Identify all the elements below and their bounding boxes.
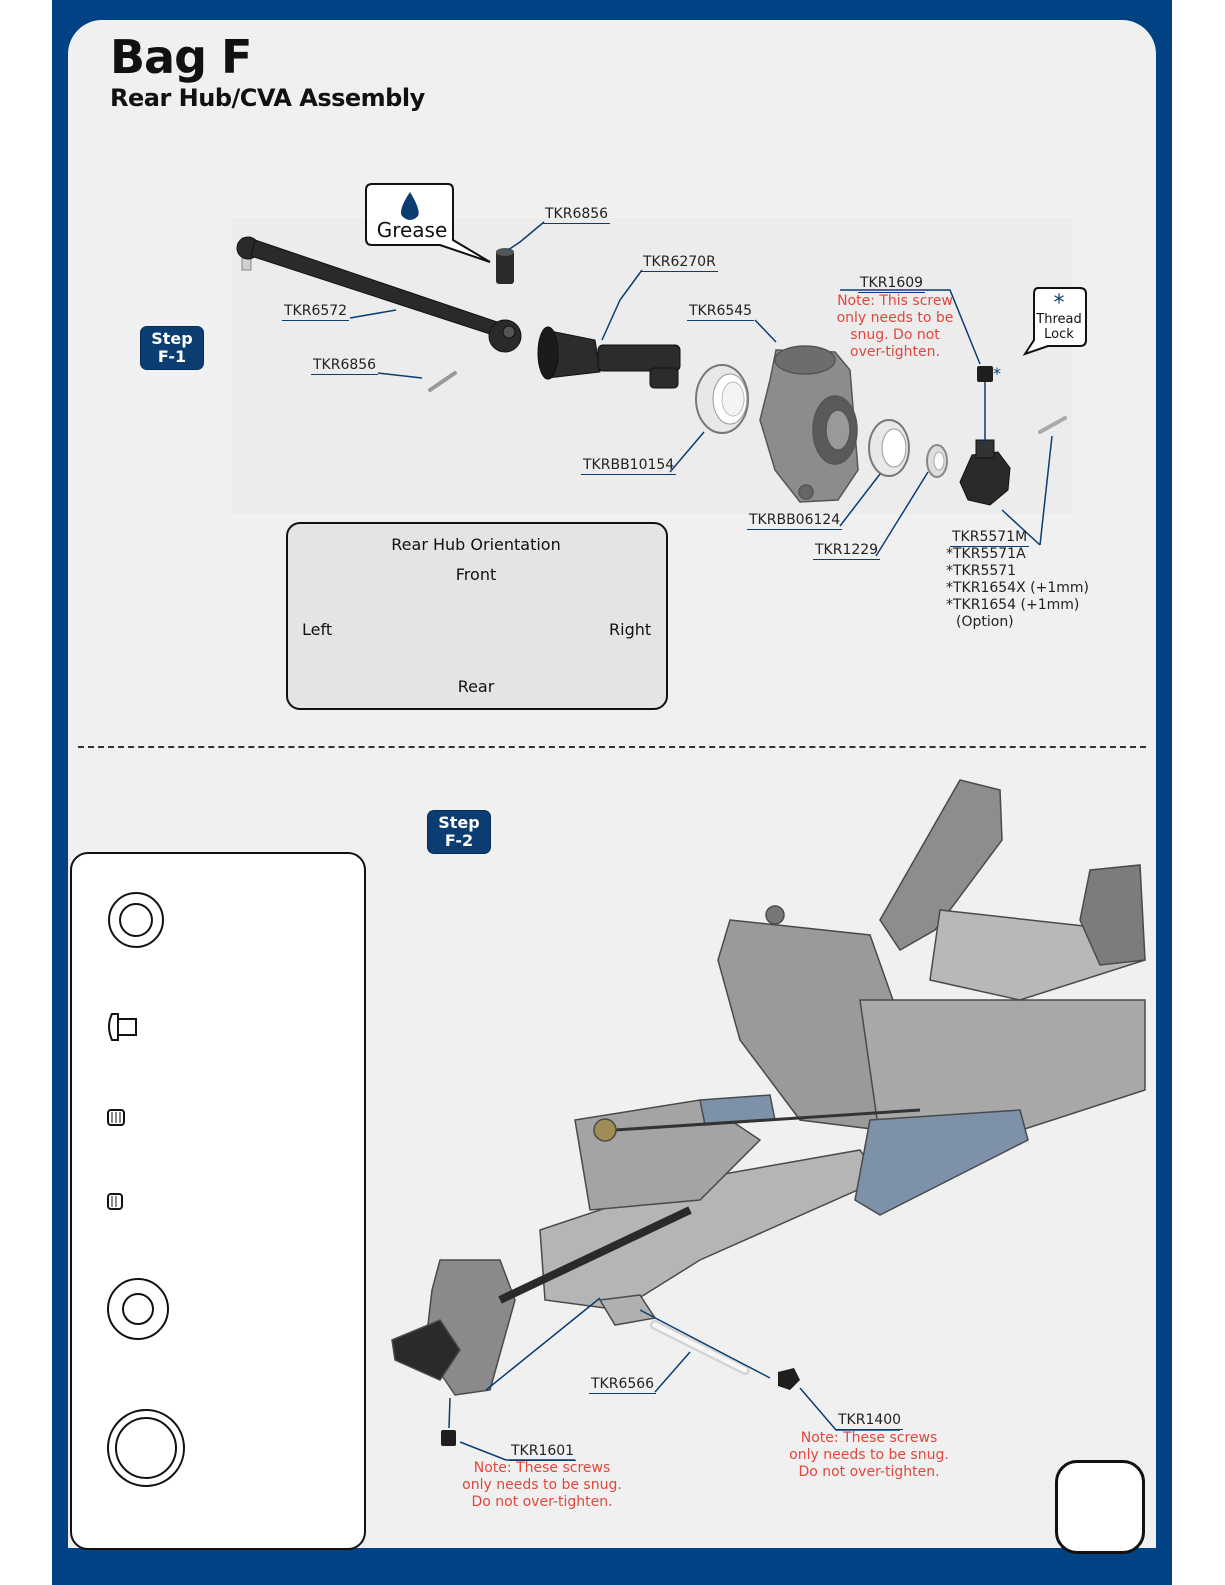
- label-tkrbb10154: TKRBB10154: [581, 457, 677, 475]
- step-f2-badge: Step F-2: [428, 811, 490, 853]
- page-title: Bag F: [110, 30, 252, 84]
- grease-drop-icon: [401, 192, 419, 220]
- label-tkr6566: TKR6566: [589, 1376, 657, 1394]
- label-tkr1400: TKR1400: [836, 1412, 904, 1430]
- orientation-rear: Rear: [457, 677, 495, 696]
- parts-box: [70, 852, 366, 1550]
- note-tkr1601: Note: These screws only needs to be snug…: [462, 1460, 622, 1510]
- step-f1-leader-lines: [349, 221, 1053, 557]
- shim-part: [926, 444, 948, 478]
- wheel-hex-part: [959, 439, 1011, 506]
- parts-box-icons: [107, 892, 185, 1487]
- axle-part: [537, 326, 681, 389]
- large-bearing-icon: [107, 1409, 185, 1487]
- thread-lock-line1: Thread: [1036, 312, 1082, 327]
- bearing-small-part: [868, 419, 910, 477]
- option-item: *TKR1654X (+1mm): [946, 580, 1089, 596]
- step-f1-line1: Step: [151, 329, 193, 348]
- label-tkr6856-upper: TKR6856: [543, 206, 611, 224]
- asterisk-icon: *: [1054, 291, 1065, 316]
- bearing-large-part: [695, 364, 749, 434]
- pin-part-lower: [428, 371, 457, 392]
- washer-icon: [107, 1278, 169, 1340]
- thread-lock-label: Thread Lock: [1032, 312, 1086, 342]
- driveshaft-part: [236, 236, 522, 353]
- orientation-right: Right: [609, 620, 652, 639]
- hub-orientation-box: [286, 522, 668, 710]
- grease-callout: [365, 183, 491, 263]
- pin-part-upper: [496, 248, 514, 284]
- option-item: *TKR5571A: [946, 546, 1026, 562]
- thread-lock-callout: *: [1022, 287, 1087, 356]
- label-tkr1229: TKR1229: [813, 542, 881, 560]
- section-divider: [78, 746, 1146, 748]
- label-tkr1609: TKR1609: [858, 275, 926, 293]
- label-tkr6572: TKR6572: [282, 303, 350, 321]
- option-item: *TKR1654 (+1mm): [946, 597, 1080, 613]
- option-parts-list: *TKR5571A *TKR5571 *TKR1654X (+1mm) *TKR…: [946, 546, 1089, 631]
- note-tkr1609: Note: This screw only needs to be snug. …: [836, 293, 954, 360]
- step-f1-line2: F-1: [157, 347, 187, 366]
- note-tkr1400: Note: These screws only needs to be snug…: [789, 1430, 949, 1480]
- svg-text:*: *: [993, 364, 1001, 383]
- orientation-front: Front: [455, 565, 497, 584]
- orientation-left: Left: [302, 620, 333, 639]
- chassis-illustration: [391, 779, 1147, 1396]
- label-tkr6856-lower: TKR6856: [311, 357, 379, 375]
- step-f1-badge: Step F-1: [141, 327, 203, 369]
- label-tkr6545: TKR6545: [687, 303, 755, 321]
- hex-pin-part: [1038, 416, 1067, 434]
- set-screw-part: [977, 366, 993, 382]
- step-f2-leader-lines: [448, 1297, 900, 1461]
- label-tkr1601: TKR1601: [509, 1443, 577, 1461]
- bearing-icon: [108, 892, 164, 948]
- label-tkr5571m: TKR5571M: [950, 529, 1030, 547]
- short-set-screw-icon: [107, 1193, 123, 1210]
- rear-hub-part: [759, 345, 859, 503]
- step-f2-line2: F-2: [444, 831, 474, 850]
- option-note: (Option): [956, 614, 1014, 630]
- grease-label: Grease: [376, 218, 448, 242]
- label-tkrbb06124: TKRBB06124: [747, 512, 843, 530]
- thread-lock-line2: Lock: [1044, 327, 1074, 342]
- label-tkr6270r: TKR6270R: [641, 254, 718, 272]
- button-head-screw-icon: [108, 1013, 137, 1041]
- step-f2-line1: Step: [438, 813, 480, 832]
- step-f2-parts: [441, 1320, 800, 1446]
- orientation-title: Rear Hub Orientation: [391, 535, 561, 554]
- page-subtitle: Rear Hub/CVA Assembly: [110, 84, 425, 112]
- set-screw-icon: [107, 1109, 125, 1126]
- option-item: *TKR5571: [946, 563, 1017, 579]
- page-number-box: [1055, 1460, 1145, 1554]
